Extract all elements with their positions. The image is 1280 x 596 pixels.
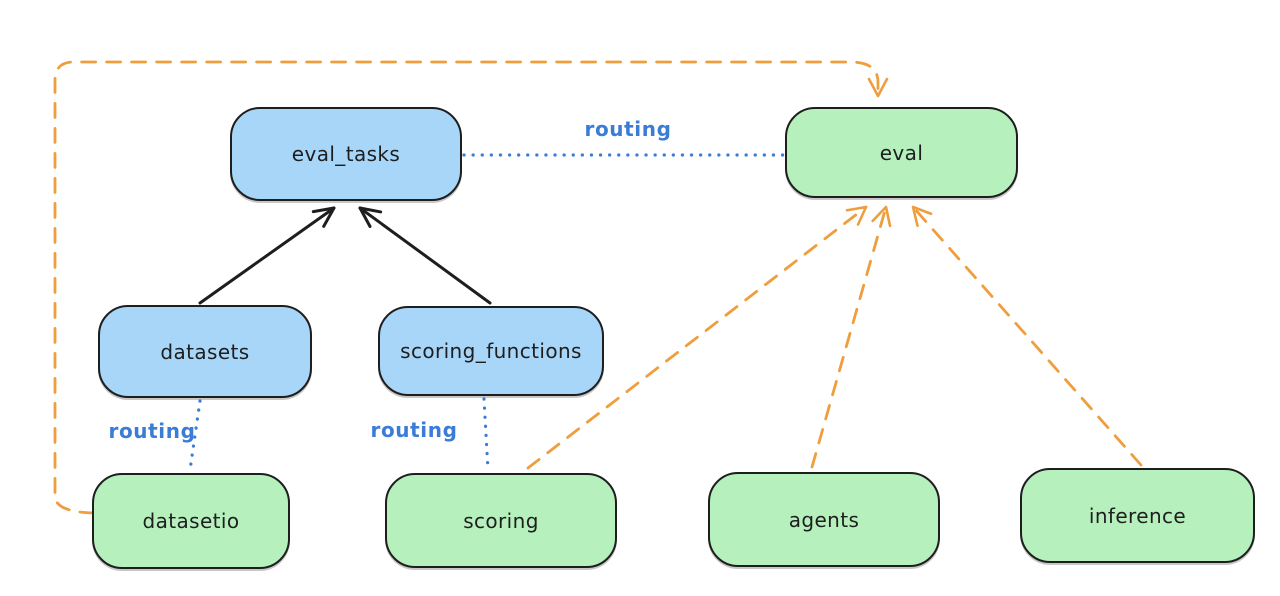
node-datasets-label: datasets [160,339,250,364]
node-datasetio: datasetio [92,473,290,569]
node-eval-label: eval [879,140,924,165]
node-inference-label: inference [1088,503,1187,528]
node-scoring-label: scoring [463,508,539,533]
node-eval: eval [785,107,1018,198]
edge-label-routing-top: routing [584,117,672,141]
node-agents: agents [708,472,940,567]
edge-scoring-functions-to-eval-tasks [358,206,492,305]
node-eval-tasks-label: eval_tasks [291,142,401,166]
node-scoring-functions: scoring_functions [378,306,604,396]
edge-label-routing-left: routing [108,419,196,443]
node-inference: inference [1020,468,1255,563]
node-eval-tasks: eval_tasks [230,107,462,201]
edge-scoring-functions-to-scoring-routing [482,397,490,472]
node-scoring-functions-label: scoring_functions [400,339,582,363]
node-datasets: datasets [98,305,312,398]
edge-inference-to-eval [911,205,1143,467]
edge-datasets-to-eval-tasks [198,206,336,305]
edge-agents-to-eval [810,205,892,469]
edge-datasetio-to-eval [53,60,889,515]
node-scoring: scoring [385,473,617,568]
node-datasetio-label: datasetio [142,509,240,533]
node-agents-label: agents [788,507,860,532]
edge-label-routing-mid: routing [370,418,458,442]
